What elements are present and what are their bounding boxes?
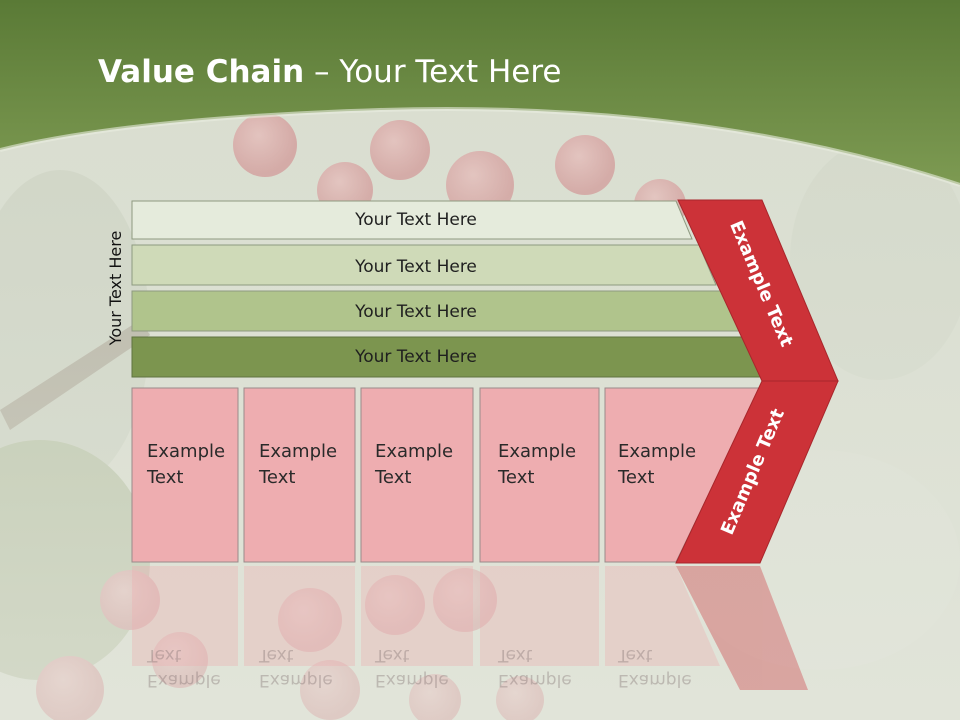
reflection-text: Text bbox=[617, 645, 653, 665]
title-rest: – Your Text Here bbox=[304, 54, 562, 90]
primary-box-5-line2: Text bbox=[618, 467, 655, 488]
support-row: Your Text Here bbox=[131, 290, 741, 332]
reflection-text: Text bbox=[374, 645, 410, 665]
support-row: Your Text Here bbox=[131, 336, 763, 378]
reflection-text: Example bbox=[618, 670, 692, 690]
support-row: Your Text Here bbox=[131, 244, 717, 286]
primary-box-4-line2: Text bbox=[498, 467, 535, 488]
primary-box-5-line1: Example bbox=[618, 441, 697, 462]
primary-box-2-line2: Text bbox=[259, 467, 296, 488]
primary-box-3-line2: Text bbox=[375, 467, 412, 488]
reflection bbox=[132, 566, 808, 690]
reflection-text: Text bbox=[146, 645, 182, 665]
primary-box-2 bbox=[243, 387, 356, 563]
support-row-2-label: Your Text Here bbox=[354, 257, 477, 277]
reflection-text: Example bbox=[147, 670, 221, 690]
header-band bbox=[0, 0, 960, 185]
support-row-2-bar bbox=[131, 244, 717, 286]
reflection-text: Text bbox=[497, 645, 533, 665]
support-row-1-label: Your Text Here bbox=[354, 210, 477, 230]
reflection-text: Example bbox=[375, 670, 449, 690]
primary-box-1 bbox=[131, 387, 239, 563]
primary-box-4 bbox=[479, 387, 600, 563]
reflection-text: Text bbox=[258, 645, 294, 665]
reflection-text: Example bbox=[259, 670, 333, 690]
primary-box-4-line1: Example bbox=[498, 441, 577, 462]
title-bold: Value Chain bbox=[98, 54, 305, 90]
support-row-1-bar bbox=[131, 200, 693, 240]
support-row: Your Text Here bbox=[131, 200, 693, 240]
slide-title: Value Chain – Your Text Here bbox=[98, 54, 561, 90]
primary-box-3 bbox=[360, 387, 474, 563]
primary-box-1-line2: Text bbox=[147, 467, 184, 488]
support-row-4-label: Your Text Here bbox=[354, 347, 477, 367]
chevron-bottom bbox=[675, 380, 839, 564]
primary-box-2-line1: Example bbox=[259, 441, 338, 462]
primary-box-1-line1: Example bbox=[147, 441, 226, 462]
primary-box-3-line1: Example bbox=[375, 441, 454, 462]
support-row-3-label: Your Text Here bbox=[354, 302, 477, 322]
reflection-text: Example bbox=[498, 670, 572, 690]
